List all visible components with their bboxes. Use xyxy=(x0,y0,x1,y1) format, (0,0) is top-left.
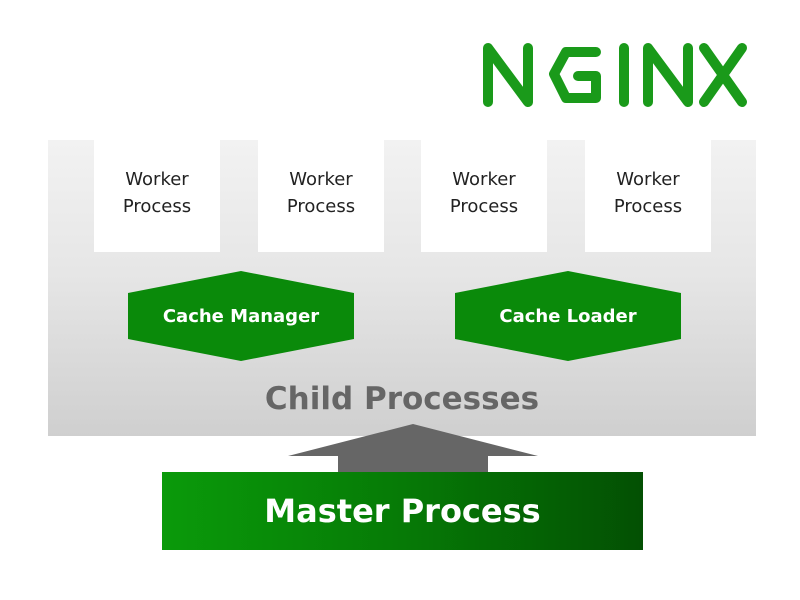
master-process-label: Master Process xyxy=(264,492,541,530)
spawn-arrow xyxy=(288,424,538,474)
master-process-box: Master Process xyxy=(162,472,643,550)
cache-loader-label: Cache Loader xyxy=(499,305,637,327)
child-processes-title: Child Processes xyxy=(264,381,540,417)
cache-manager-hexagon: Cache Manager xyxy=(128,271,354,361)
worker-process-box: Worker Process xyxy=(258,140,384,252)
worker-process-box: Worker Process xyxy=(94,140,220,252)
cache-loader-hexagon: Cache Loader xyxy=(455,271,681,361)
nginx-logo xyxy=(483,43,747,107)
worker-process-box: Worker Process xyxy=(585,140,711,252)
worker-process-box: Worker Process xyxy=(421,140,547,252)
cache-manager-label: Cache Manager xyxy=(162,305,320,327)
